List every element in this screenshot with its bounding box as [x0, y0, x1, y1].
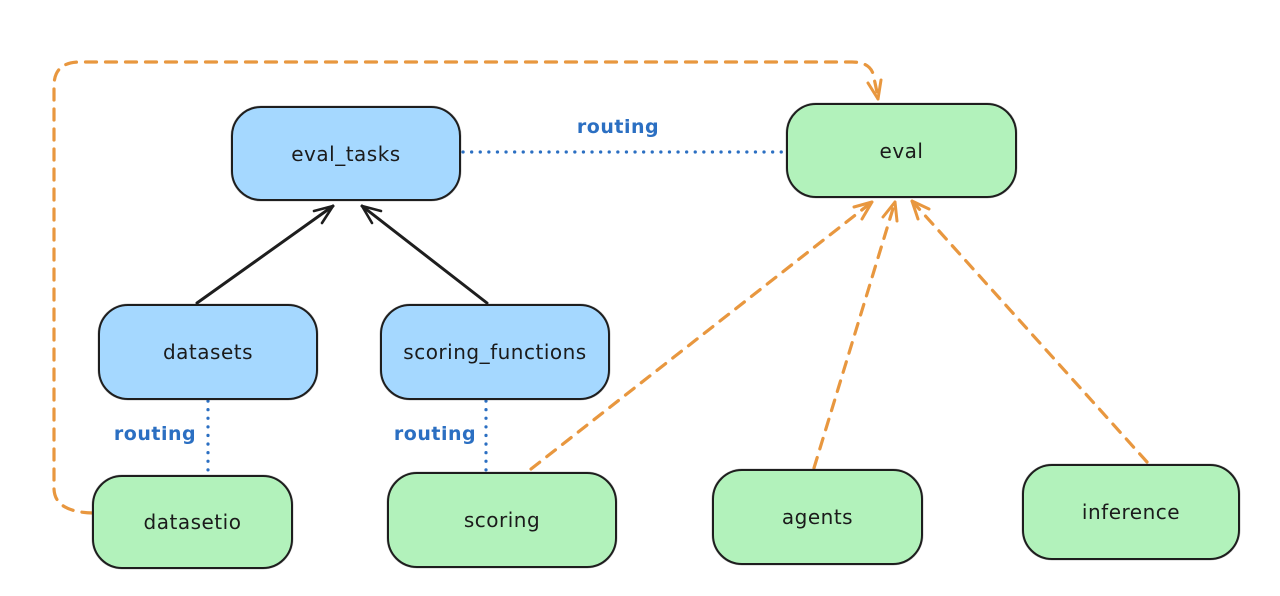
node-scoring-functions-label: scoring_functions [403, 340, 587, 364]
node-inference[interactable]: inference [1022, 464, 1240, 560]
node-agents[interactable]: agents [712, 469, 923, 565]
node-eval[interactable]: eval [786, 103, 1017, 198]
edge-datasets-to-eval-tasks [195, 204, 335, 305]
edge-agents-to-eval [812, 200, 899, 470]
edge-scoring-functions-to-eval-tasks [360, 204, 489, 305]
node-inference-label: inference [1081, 500, 1181, 524]
edge-label-routing-datasets-datasetio: routing [113, 423, 197, 445]
node-eval-tasks[interactable]: eval_tasks [231, 106, 461, 201]
node-scoring-label: scoring [463, 508, 541, 532]
node-datasets-label: datasets [162, 340, 254, 364]
node-scoring[interactable]: scoring [387, 472, 617, 568]
node-eval-label: eval [879, 138, 924, 163]
node-eval-tasks-label: eval_tasks [291, 141, 401, 166]
node-datasets[interactable]: datasets [98, 304, 318, 400]
edge-datasetio-to-eval [52, 60, 883, 515]
edge-label-routing-eval-tasks-eval: routing [576, 116, 660, 138]
edge-label-routing-scoring-functions-scoring: routing [393, 423, 477, 445]
edge-inference-to-eval [910, 199, 1149, 464]
node-datasetio-label: datasetio [143, 510, 242, 534]
node-scoring-functions[interactable]: scoring_functions [380, 304, 610, 400]
node-agents-label: agents [781, 505, 854, 529]
node-datasetio[interactable]: datasetio [92, 475, 293, 569]
